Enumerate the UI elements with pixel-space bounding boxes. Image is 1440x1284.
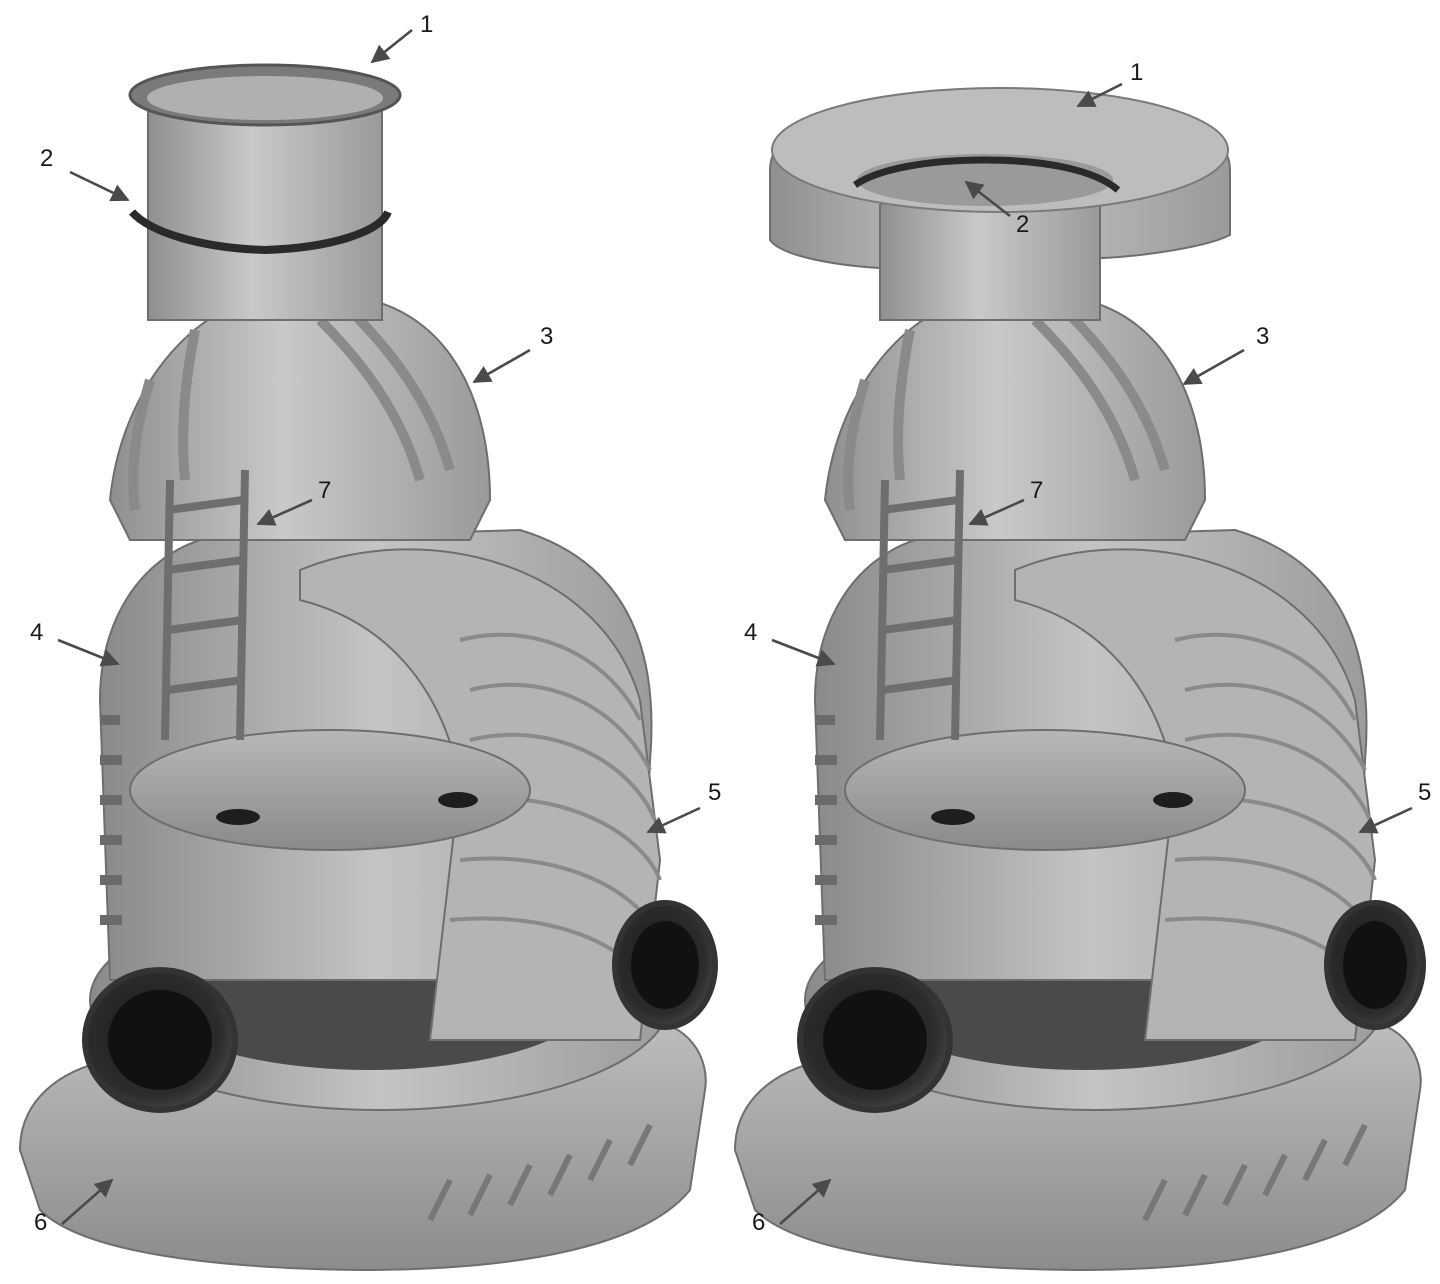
callout-2-left: 2 — [40, 145, 130, 202]
platform-hole-right — [1153, 792, 1193, 808]
inlet-pipe-left-inner — [108, 990, 212, 1090]
riser-top-opening — [147, 76, 383, 120]
callout-3-right: 3 — [1182, 323, 1269, 386]
callout-label: 6 — [34, 1209, 47, 1236]
cone-ribs — [128, 306, 455, 511]
callout-label: 5 — [708, 779, 721, 806]
callout-label: 2 — [40, 145, 53, 172]
left-chamber-illustration — [18, 63, 718, 1272]
platform-hole-left — [216, 809, 260, 825]
base-plate-ribs — [427, 1123, 653, 1222]
riser-shaft — [147, 94, 383, 321]
callout-label: 1 — [1130, 59, 1143, 86]
base-plate-ribs — [1142, 1123, 1368, 1222]
sealing-ring — [853, 156, 1121, 193]
callout-3-left: 3 — [472, 323, 553, 384]
outlet-pipe-right-inner — [1343, 921, 1407, 1009]
inner-platform — [844, 729, 1246, 851]
callout-label: 3 — [540, 323, 553, 350]
corrugation-lines — [449, 632, 662, 1001]
callout-label: 3 — [1256, 323, 1269, 350]
inlet-pipe-left-inner — [823, 990, 927, 1090]
callout-5-right: 5 — [1358, 779, 1431, 834]
sealing-ring — [129, 209, 392, 255]
callout-2-right: 2 — [964, 180, 1029, 238]
callout-1-right: 1 — [1076, 59, 1143, 108]
callout-7-left: 7 — [256, 477, 331, 526]
callout-label: 2 — [1016, 211, 1029, 238]
inner-platform — [129, 729, 531, 851]
callout-label: 7 — [1030, 477, 1043, 504]
callout-label: 4 — [30, 619, 43, 646]
callout-label: 1 — [420, 11, 433, 38]
callout-5-left: 5 — [646, 779, 721, 834]
callout-label: 6 — [752, 1209, 765, 1236]
right-chamber-illustration — [733, 87, 1426, 1272]
callout-6-right: 6 — [752, 1178, 832, 1236]
callout-7-right: 7 — [968, 477, 1043, 526]
callout-label: 5 — [1418, 779, 1431, 806]
ladder — [876, 469, 964, 741]
left-wall-ribs — [815, 715, 837, 925]
callout-1-left: 1 — [370, 11, 433, 64]
callout-6-left: 6 — [34, 1178, 114, 1236]
callout-4-left: 4 — [30, 619, 120, 667]
callout-label: 7 — [318, 477, 331, 504]
platform-hole-right — [438, 792, 478, 808]
right-panel: 1 2 3 7 4 5 6 — [733, 59, 1431, 1272]
left-panel: 1 2 3 7 4 5 6 — [18, 11, 721, 1272]
left-wall-ribs — [100, 715, 122, 925]
corrugation-lines — [1164, 632, 1377, 1001]
callout-4-right: 4 — [744, 619, 836, 667]
ladder — [161, 469, 249, 741]
callout-label: 4 — [744, 619, 757, 646]
platform-hole-left — [931, 809, 975, 825]
outlet-pipe-right-inner — [631, 921, 699, 1009]
cone-ribs — [843, 306, 1170, 511]
